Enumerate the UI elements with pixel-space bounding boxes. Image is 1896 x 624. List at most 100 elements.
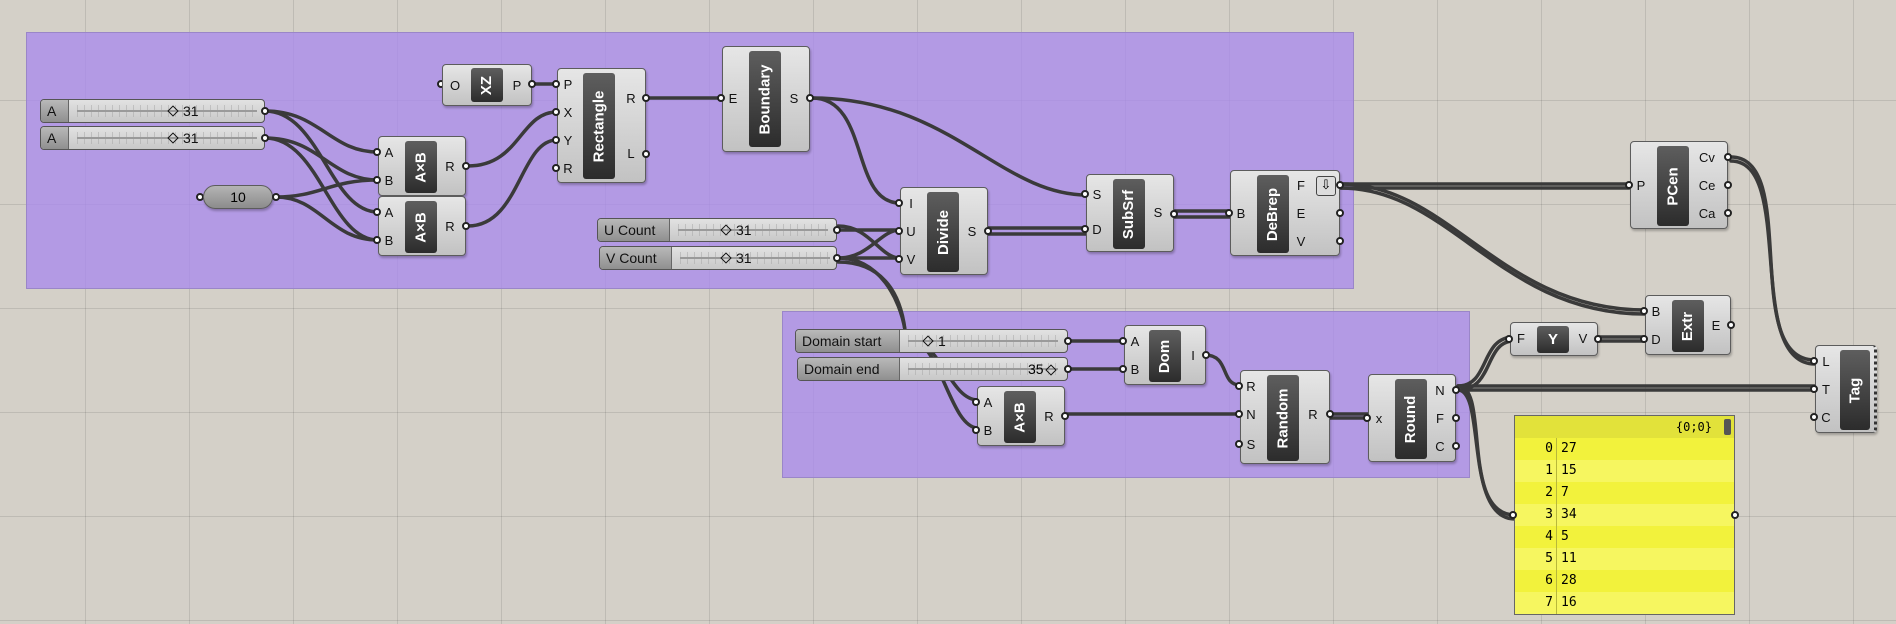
random-component[interactable]: R N S Random R	[1240, 370, 1330, 464]
output-label-s: S	[1153, 205, 1163, 220]
number-slider-a1[interactable]: A 31	[40, 99, 265, 123]
input-grip[interactable]	[373, 208, 381, 216]
number-param-10[interactable]: 10	[203, 185, 273, 209]
panel-header: {0;0}	[1515, 416, 1734, 438]
output-grip[interactable]	[1170, 210, 1178, 218]
input-grip[interactable]	[1235, 382, 1243, 390]
multiplication-component[interactable]: A B A×B R	[977, 386, 1065, 446]
input-grip[interactable]	[1119, 337, 1127, 345]
construct-domain-component[interactable]: A B Dom I	[1124, 325, 1206, 385]
input-grip[interactable]	[1225, 209, 1233, 217]
input-grip[interactable]	[1119, 365, 1127, 373]
input-grip[interactable]	[552, 108, 560, 116]
output-grip[interactable]	[1336, 181, 1344, 189]
slider-track[interactable]	[678, 229, 828, 231]
output-grip[interactable]	[642, 94, 650, 102]
input-grip[interactable]	[895, 199, 903, 207]
input-grip[interactable]	[552, 164, 560, 172]
slider-track[interactable]	[680, 257, 830, 259]
output-grip[interactable]	[1724, 153, 1732, 161]
input-grip[interactable]	[895, 255, 903, 263]
rectangle-component[interactable]: P X Y R Rectangle R L	[557, 68, 646, 183]
xz-plane-component[interactable]: O XZ P	[442, 64, 532, 106]
input-grip[interactable]	[717, 94, 725, 102]
multiplication-component[interactable]: A B A×B R	[378, 196, 466, 256]
output-grip[interactable]	[462, 222, 470, 230]
boundary-component[interactable]: E Boundary S	[722, 46, 810, 152]
output-grip[interactable]	[1202, 351, 1210, 359]
number-slider-a2[interactable]: A 31	[40, 126, 265, 150]
extrude-component[interactable]: B D Extr E	[1645, 295, 1731, 355]
output-grip[interactable]	[1594, 335, 1602, 343]
input-grip[interactable]	[373, 148, 381, 156]
output-grip[interactable]	[833, 254, 841, 262]
input-grip[interactable]	[1810, 385, 1818, 393]
output-grip[interactable]	[1326, 410, 1334, 418]
input-grip[interactable]	[373, 176, 381, 184]
input-grip[interactable]	[1235, 410, 1243, 418]
subsurface-component[interactable]: S D SubSrf S	[1086, 174, 1174, 252]
output-grip[interactable]	[1336, 209, 1344, 217]
divide-surface-component[interactable]: I U V Divide S	[900, 187, 988, 275]
output-grip[interactable]	[462, 162, 470, 170]
input-grip[interactable]	[1509, 511, 1517, 519]
input-grip[interactable]	[895, 227, 903, 235]
input-grip[interactable]	[1505, 335, 1513, 343]
input-grip[interactable]	[1081, 190, 1089, 198]
slider-track[interactable]	[908, 368, 1058, 370]
output-grip[interactable]	[642, 150, 650, 158]
input-grip[interactable]	[552, 136, 560, 144]
deconstruct-brep-component[interactable]: B DeBrep F E V ⇩	[1230, 170, 1340, 256]
output-label-n: N	[1435, 383, 1445, 398]
input-grip[interactable]	[972, 398, 980, 406]
output-grip[interactable]	[1336, 237, 1344, 245]
input-grip[interactable]	[1235, 440, 1243, 448]
text-tag-component[interactable]: L T C Tag	[1815, 345, 1877, 433]
input-grip[interactable]	[1640, 307, 1648, 315]
output-grip[interactable]	[806, 94, 814, 102]
input-grip[interactable]	[373, 236, 381, 244]
output-grip[interactable]	[1731, 511, 1739, 519]
input-grip[interactable]	[1640, 335, 1648, 343]
slider-name: V Count	[600, 247, 672, 269]
input-grip[interactable]	[1081, 225, 1089, 233]
number-slider-v-count[interactable]: V Count 31	[599, 246, 837, 270]
output-grip[interactable]	[1452, 442, 1460, 450]
panel-scrollbar[interactable]	[1724, 419, 1731, 435]
input-grip[interactable]	[1363, 414, 1371, 422]
output-grip[interactable]	[984, 227, 992, 235]
multiplication-component[interactable]: A B A×B R	[378, 136, 466, 196]
output-grip[interactable]	[1452, 386, 1460, 394]
output-grip[interactable]	[1724, 209, 1732, 217]
unit-y-component[interactable]: F Y V	[1510, 322, 1598, 356]
output-grip[interactable]	[1064, 337, 1072, 345]
number-slider-domain-start[interactable]: Domain start 1	[795, 329, 1068, 353]
input-grip[interactable]	[1625, 181, 1633, 189]
output-grip[interactable]	[1064, 365, 1072, 373]
input-grip[interactable]	[972, 426, 980, 434]
number-slider-u-count[interactable]: U Count 31	[597, 218, 837, 242]
flatten-icon[interactable]: ⇩	[1316, 176, 1336, 196]
round-component[interactable]: x Round N F C	[1368, 374, 1456, 462]
input-grip[interactable]	[1810, 357, 1818, 365]
output-label-r: R	[626, 91, 636, 106]
output-grip[interactable]	[1727, 321, 1735, 329]
output-grip[interactable]	[1452, 414, 1460, 422]
output-grip[interactable]	[833, 226, 841, 234]
input-label-b: B	[384, 233, 394, 248]
component-label: Tag	[1840, 350, 1870, 430]
output-grip[interactable]	[261, 107, 269, 115]
input-label-r: R	[1246, 379, 1256, 394]
output-grip[interactable]	[1724, 181, 1732, 189]
number-slider-domain-end[interactable]: Domain end 35	[797, 357, 1068, 381]
param-value: 10	[230, 189, 246, 205]
slider-track[interactable]	[908, 340, 1058, 342]
polygon-center-component[interactable]: P PCen Cv Ce Ca	[1630, 141, 1728, 229]
output-grip[interactable]	[528, 80, 536, 88]
input-grip[interactable]	[552, 80, 560, 88]
output-grip[interactable]	[272, 193, 280, 201]
output-grip[interactable]	[261, 134, 269, 142]
input-grip[interactable]	[1810, 413, 1818, 421]
output-grip[interactable]	[1061, 412, 1069, 420]
